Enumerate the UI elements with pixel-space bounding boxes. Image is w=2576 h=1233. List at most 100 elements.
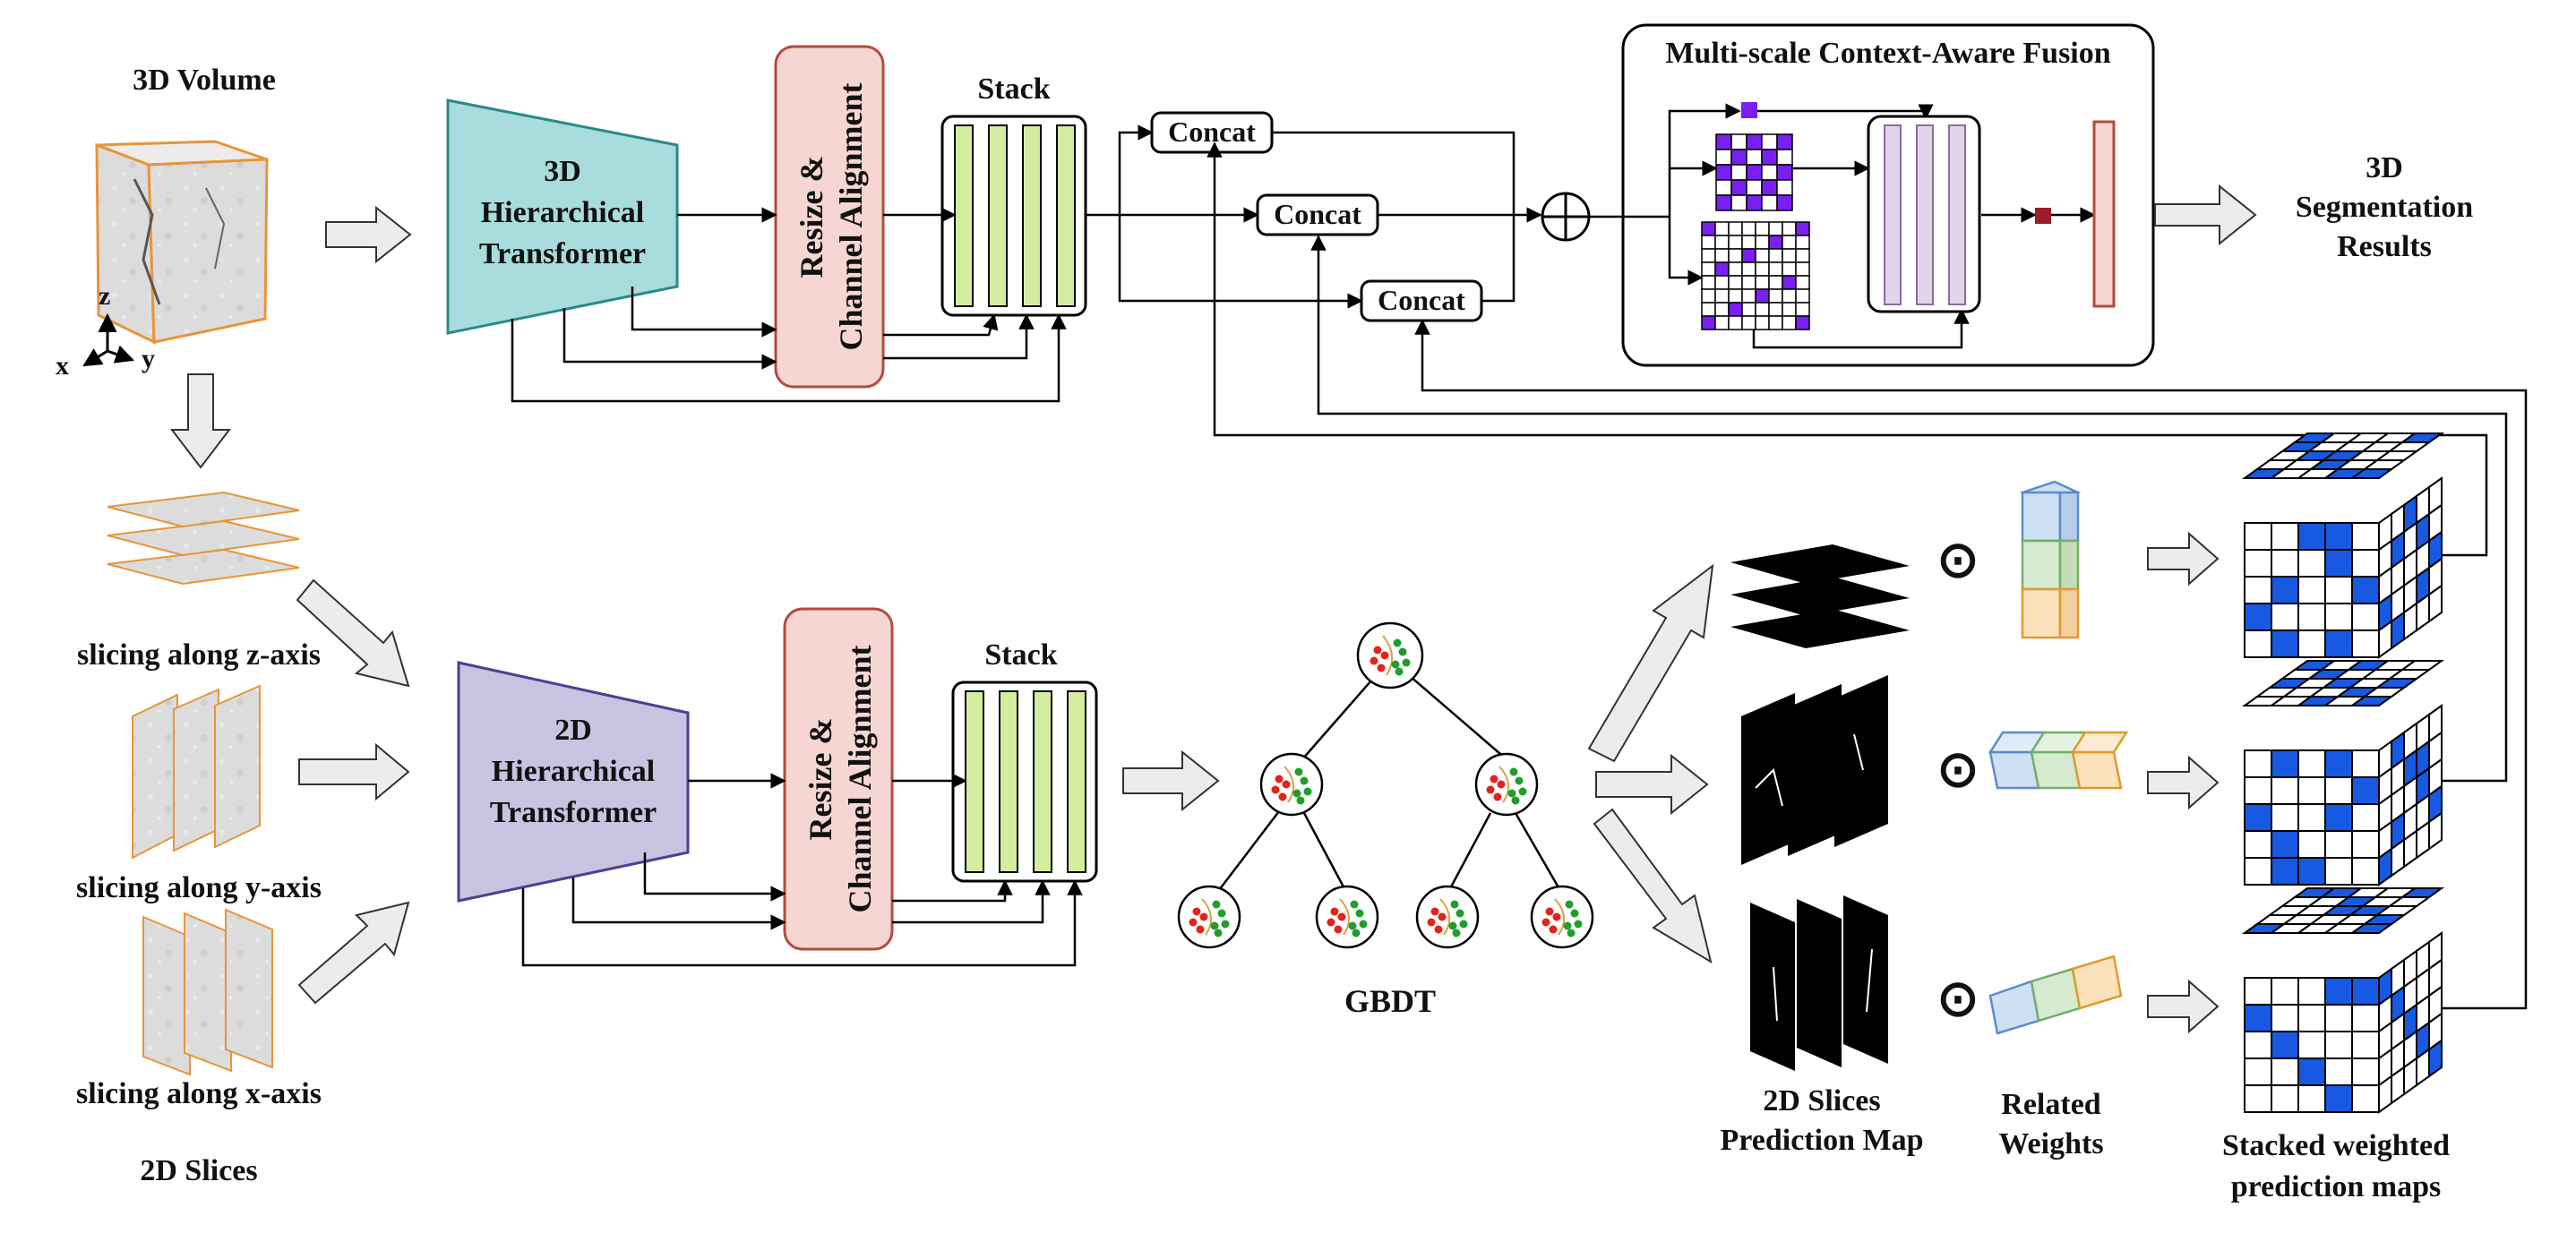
grid-cell	[1701, 302, 1716, 317]
cube-front-cell	[2244, 549, 2272, 578]
cube-front-cell	[2324, 977, 2353, 1006]
gbdt-sample-dot	[1278, 792, 1287, 801]
grid-cell	[1714, 275, 1730, 290]
cube-front-cell	[2324, 776, 2353, 805]
grid-cell	[1782, 248, 1797, 263]
gbdt-sample-dot	[1490, 775, 1498, 783]
cube-front-cell	[2324, 1057, 2353, 1086]
gbdt-sample-dot	[1549, 925, 1558, 934]
gbdt-split-curve	[1284, 766, 1294, 803]
prediction-map-x	[1750, 895, 1888, 1071]
grid-cell	[1741, 288, 1756, 304]
cube-front-cell	[2244, 977, 2272, 1006]
cube-front-cell	[2271, 629, 2299, 658]
gbdt-sample-dot	[1511, 796, 1520, 805]
cube-front-cell	[2244, 749, 2272, 778]
fusion-grid-large	[1701, 221, 1810, 330]
grid-cell	[1728, 315, 1743, 330]
cube-top-cell	[2348, 923, 2395, 934]
cube-front-cell	[2271, 776, 2299, 805]
grid-cell	[1782, 221, 1797, 236]
grid-cell	[1741, 261, 1756, 277]
grid-cell	[1768, 275, 1783, 290]
stacked-cube-3	[2241, 887, 2445, 1114]
resize-2d-line2: Channel Alignment	[842, 645, 878, 912]
gbdt-sample-dot	[1552, 912, 1561, 921]
gbdt-sample-dot	[1518, 787, 1527, 796]
gbdt-sample-dot	[1574, 920, 1583, 929]
cube-front-cell	[2244, 803, 2272, 832]
cube-front-cell	[2351, 803, 2380, 832]
grid-cell	[1741, 275, 1756, 290]
gbdt-sample-dot	[1493, 792, 1502, 801]
gbdt-split-curve	[1439, 898, 1450, 936]
gbdt-sample-dot	[1214, 929, 1223, 938]
grid-cell	[1755, 221, 1770, 236]
gbdt-sample-dot	[1192, 907, 1201, 916]
slices-x	[142, 908, 273, 1076]
gbdt-sample-dot	[1393, 638, 1402, 647]
cube-front-cell	[2244, 629, 2272, 658]
grid-cell	[1755, 261, 1770, 277]
stacked-cube-1	[2241, 432, 2445, 659]
grid-cell	[1795, 288, 1810, 304]
grid-cell	[1795, 221, 1810, 236]
grid-cell	[1741, 221, 1756, 236]
grid-cell	[1776, 164, 1793, 181]
cube-front-cell	[2324, 857, 2353, 886]
cube-front-cell	[2351, 1084, 2380, 1113]
concat-2-label: Concat	[1274, 198, 1361, 230]
odot-1: ⊙	[1937, 533, 1979, 588]
grid-cell	[1715, 149, 1732, 166]
prediction-map-z	[1730, 544, 1910, 648]
gbdt-sample-dot	[1509, 767, 1518, 776]
grid-cell	[1755, 235, 1770, 250]
gbdt-sample-dot	[1370, 656, 1378, 665]
grid-cell	[1755, 288, 1770, 304]
transformer-2d-line2: Hierarchical	[492, 755, 656, 788]
grid-cell	[1768, 315, 1783, 330]
gbdt-node	[1530, 885, 1594, 949]
gbdt-sample-dot	[1497, 780, 1506, 789]
transformer-3d	[446, 98, 679, 335]
grid-cell	[1795, 248, 1810, 263]
gbdt-node	[1474, 752, 1539, 817]
cube-front-cell	[2351, 776, 2380, 805]
cube-top-cell	[2348, 696, 2395, 706]
concat-1-label: Concat	[1168, 116, 1256, 148]
fusion-stack-bars	[1884, 124, 1966, 305]
gbdt-sample-dot	[1450, 900, 1459, 909]
resize-2d-line1: Resize &	[803, 718, 838, 841]
cube-front-cell	[2244, 1004, 2272, 1032]
cube-front-cell	[2351, 830, 2380, 859]
result-line1: 3D	[2366, 151, 2403, 184]
gbdt-sample-dot	[1391, 660, 1400, 669]
grid-cell	[1714, 315, 1730, 330]
cube-front-cell	[2324, 1004, 2353, 1032]
gbdt-sample-dot	[1455, 909, 1464, 918]
cube-front-cell	[2297, 803, 2326, 832]
grid-cell	[1768, 248, 1783, 263]
cube-front-cell	[2244, 1031, 2272, 1059]
fusion-red-cell	[2035, 208, 2051, 224]
cube-front-cell	[2297, 1057, 2326, 1086]
grid-cell	[1755, 275, 1770, 290]
cube-front-cell	[2351, 522, 2380, 551]
gbdt-sample-dot	[1199, 912, 1208, 921]
grid-cell	[1728, 221, 1743, 236]
cube-front-cell	[2324, 830, 2353, 859]
gbdt-sample-dot	[1221, 920, 1230, 929]
grid-cell	[1741, 315, 1756, 330]
gbdt-sample-dot	[1196, 925, 1205, 934]
grid-cell	[1782, 315, 1797, 330]
stacked-caption-line1: Stacked weighted	[2222, 1129, 2450, 1162]
slices-x-label: slicing along x-axis	[76, 1077, 322, 1110]
result-line2: Segmentation	[2296, 191, 2473, 224]
gbdt-sample-dot	[1189, 918, 1198, 927]
gbdt-sample-dot	[1271, 785, 1280, 794]
resize-3d-line1: Resize &	[794, 156, 829, 278]
grid-cell	[1741, 235, 1756, 250]
grid-cell	[1782, 302, 1797, 317]
grid-cell	[1768, 235, 1783, 250]
grid-cell	[1755, 315, 1770, 330]
